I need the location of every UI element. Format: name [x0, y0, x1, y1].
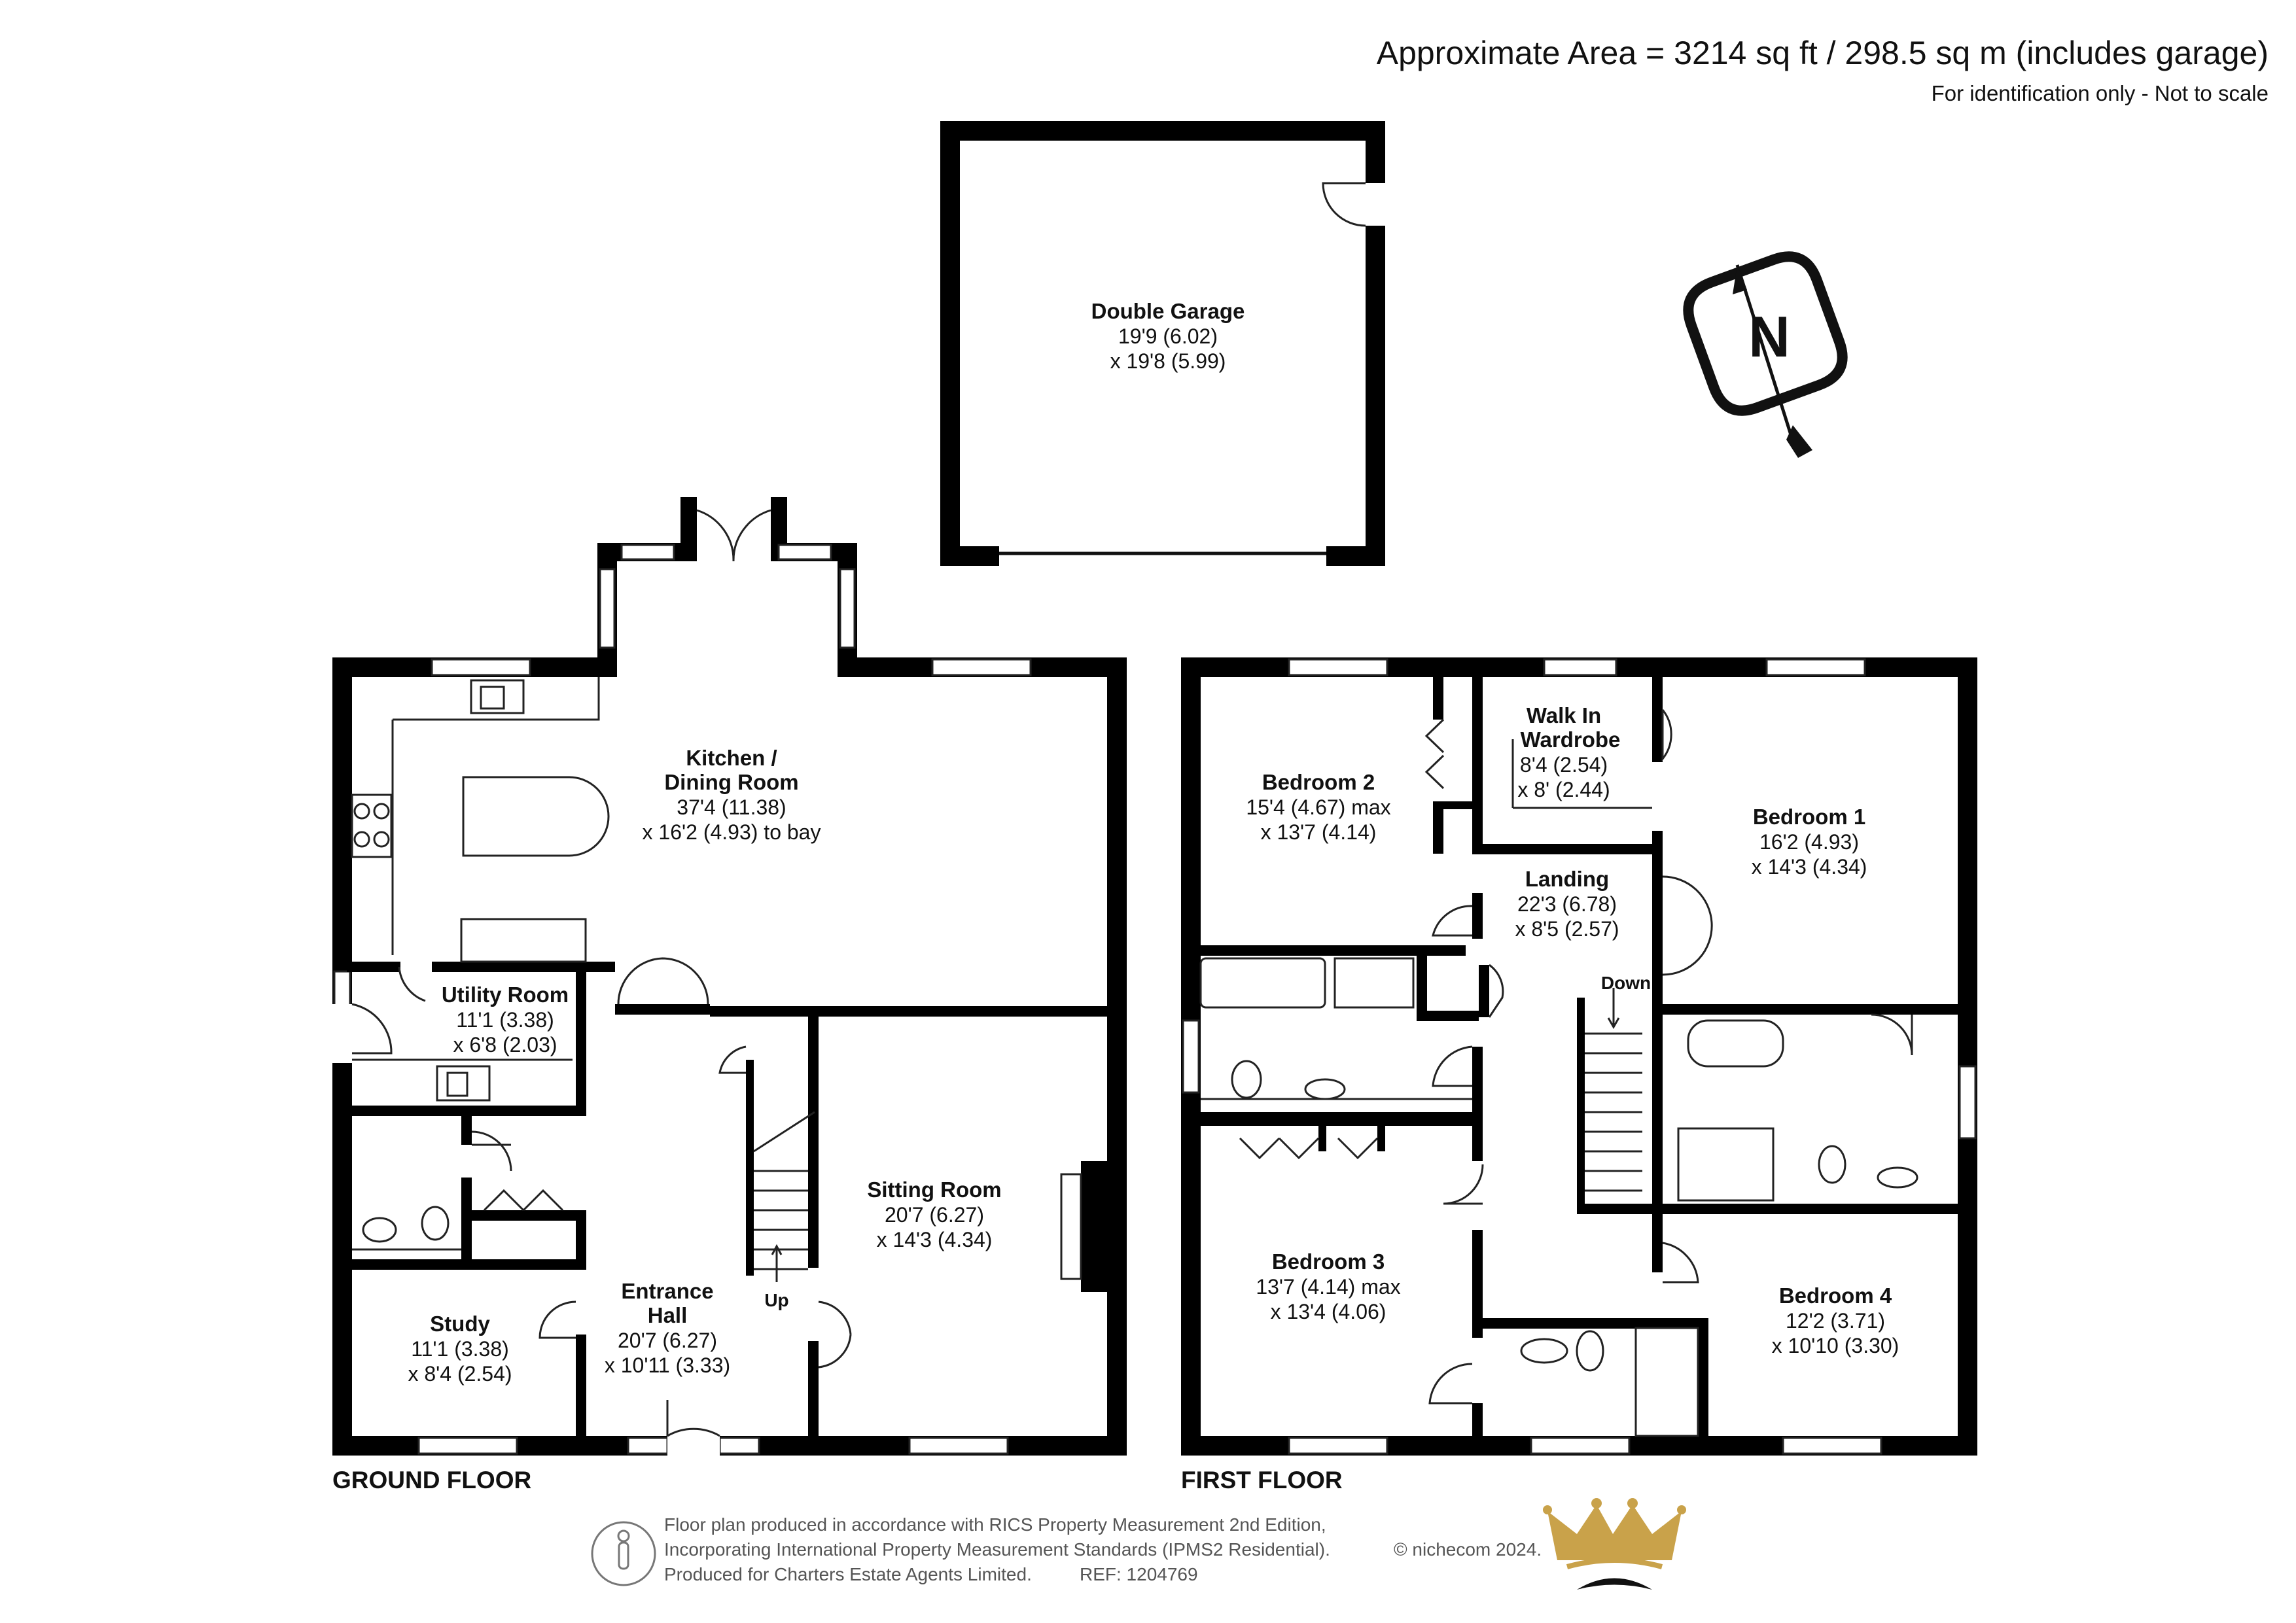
kitchen-name2: Dining Room: [664, 770, 798, 794]
bedroom1-name: Bedroom 1: [1753, 805, 1865, 829]
garage-dim1: 19'9 (6.02): [1118, 324, 1218, 348]
disclaimer: For identification only - Not to scale: [1932, 81, 2269, 105]
stairs-up-label: Up: [764, 1290, 788, 1310]
footer-line2: Incorporating International Property Mea…: [664, 1539, 1330, 1560]
stairs-down-label: Down: [1601, 973, 1651, 993]
walkin-name1: Walk In: [1527, 703, 1601, 727]
north-compass-icon: N: [1683, 251, 1848, 458]
first-floor-fixtures: [1199, 957, 1918, 1437]
bedroom4-dim1: 12'2 (3.71): [1786, 1309, 1885, 1333]
hall-dim1: 20'7 (6.27): [618, 1329, 717, 1352]
bedroom2-dim1: 15'4 (4.67) max: [1246, 795, 1390, 819]
bedroom4-name: Bedroom 4: [1779, 1283, 1892, 1308]
study-dim2: x 8'4 (2.54): [408, 1362, 512, 1386]
first-floor-labels: Bedroom 2 15'4 (4.67) max x 13'7 (4.14) …: [1181, 703, 1899, 1493]
walkin-dim1: 8'4 (2.54): [1520, 753, 1608, 777]
study-name: Study: [430, 1312, 490, 1336]
landing-dim2: x 8'5 (2.57): [1515, 917, 1619, 941]
ground-floor-label: GROUND FLOOR: [332, 1467, 531, 1493]
sitting-dim2: x 14'3 (4.34): [877, 1228, 993, 1251]
footer-copyright: © nichecom 2024.: [1394, 1539, 1542, 1560]
garage-name: Double Garage: [1091, 299, 1245, 323]
sitting-dim1: 20'7 (6.27): [885, 1203, 984, 1227]
bedroom3-dim1: 13'7 (4.14) max: [1256, 1275, 1400, 1299]
ground-floor-walls: [332, 497, 1127, 1456]
double-garage: [940, 121, 1385, 566]
first-floor-walls: [1181, 657, 1977, 1456]
bedroom2-name: Bedroom 2: [1262, 770, 1375, 794]
first-floor-label: FIRST FLOOR: [1181, 1467, 1343, 1493]
landing-name: Landing: [1525, 867, 1609, 891]
utility-dim1: 11'1 (3.38): [456, 1008, 554, 1032]
svg-text:N: N: [1748, 304, 1790, 369]
kitchen-name1: Kitchen /: [686, 746, 777, 770]
bedroom3-dim2: x 13'4 (4.06): [1271, 1300, 1386, 1323]
study-dim1: 11'1 (3.38): [411, 1337, 509, 1361]
footer-ref: REF: 1204769: [1080, 1564, 1198, 1584]
garage-dim2: x 19'8 (5.99): [1110, 349, 1226, 373]
hall-name2: Hall: [648, 1303, 688, 1327]
bedroom1-dim1: 16'2 (4.93): [1759, 830, 1859, 854]
bedroom4-dim2: x 10'10 (3.30): [1772, 1334, 1899, 1357]
walkin-name2: Wardrobe: [1521, 727, 1621, 752]
approximate-area: Approximate Area = 3214 sq ft / 298.5 sq…: [1377, 35, 2269, 71]
sitting-name: Sitting Room: [867, 1178, 1001, 1202]
bedroom2-dim2: x 13'7 (4.14): [1261, 820, 1377, 844]
footer-line3: Produced for Charters Estate Agents Limi…: [664, 1564, 1032, 1584]
landing-dim1: 22'3 (6.78): [1517, 892, 1617, 916]
ground-floor-labels: Kitchen / Dining Room 37'4 (11.38) x 16'…: [332, 746, 1002, 1493]
bedroom3-name: Bedroom 3: [1272, 1249, 1385, 1274]
utility-dim2: x 6'8 (2.03): [453, 1033, 557, 1056]
hall-name1: Entrance: [621, 1279, 713, 1303]
hall-dim2: x 10'11 (3.33): [605, 1353, 730, 1377]
person-scale-icon: [591, 1521, 656, 1586]
walkin-dim2: x 8' (2.44): [1517, 778, 1610, 801]
crown-logo-icon: [1543, 1498, 1686, 1590]
bedroom1-dim2: x 14'3 (4.34): [1752, 855, 1867, 879]
footer-line1: Floor plan produced in accordance with R…: [664, 1514, 1326, 1535]
utility-name: Utility Room: [442, 983, 569, 1007]
kitchen-dim1: 37'4 (11.38): [677, 795, 786, 819]
kitchen-fixtures: [351, 677, 1107, 1292]
kitchen-dim2: x 16'2 (4.93) to bay: [643, 820, 821, 844]
